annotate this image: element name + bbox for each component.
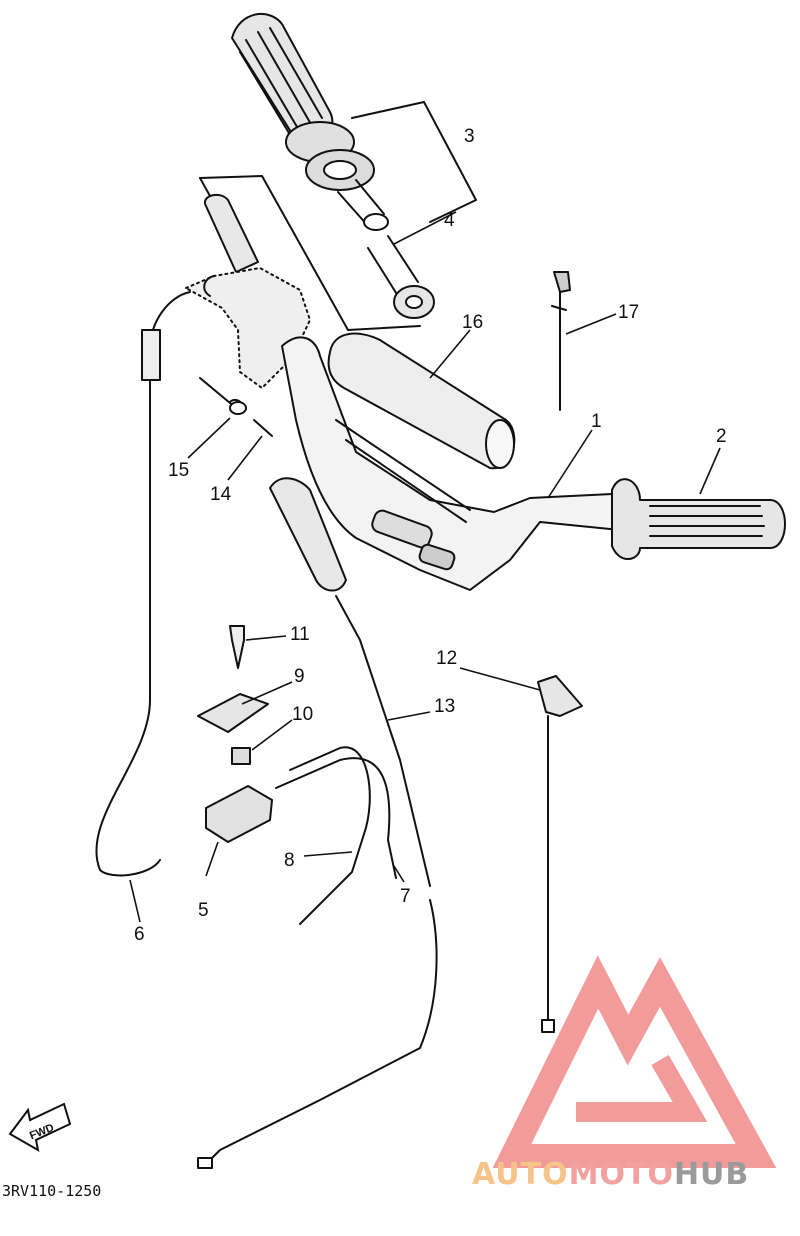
callout-3: 3 [464, 126, 475, 147]
engine-stop-switch [205, 785, 273, 843]
throttle-sleeve [203, 193, 259, 273]
callout-bracket-upper [199, 175, 421, 331]
callout-9: 9 [294, 666, 305, 687]
callout-10: 10 [292, 704, 313, 725]
clip [231, 747, 251, 765]
callout-12: 12 [436, 648, 457, 669]
switch-plate [197, 693, 269, 733]
automotohub-logo-icon [492, 955, 777, 1168]
fwd-arrow-icon: FWD [8, 1102, 72, 1152]
handlebar-part [281, 336, 621, 591]
starter-lever [537, 675, 583, 717]
callout-bracket-3 [351, 101, 477, 223]
left-grip-part [231, 13, 435, 319]
wire-lead-7 [275, 757, 397, 879]
brand-hub: HUB [674, 1157, 749, 1192]
automotohub-wordmark: AUTOMOTOHUB [472, 1157, 749, 1192]
lever-boot [269, 477, 347, 592]
svg-text:AUTOMOTOHUB: AUTOMOTOHUB [472, 1157, 749, 1192]
callout-2: 2 [716, 426, 727, 447]
callout-15: 15 [168, 460, 189, 481]
callout-17: 17 [618, 302, 639, 323]
cable-band [553, 271, 571, 293]
screw [229, 625, 245, 669]
brand-moto: MOTO [569, 1157, 674, 1192]
callout-13: 13 [434, 696, 455, 717]
callout-8: 8 [284, 850, 295, 871]
brake-cable [335, 595, 431, 887]
throttle-cable [95, 291, 191, 877]
right-grip-part [611, 478, 786, 560]
callout-16: 16 [462, 312, 483, 333]
callout-11: 11 [290, 624, 310, 645]
throttle-housing [185, 267, 311, 389]
callout-4: 4 [444, 210, 455, 231]
callout-5: 5 [198, 900, 209, 921]
diagram-code: 3RV110-1250 [2, 1182, 101, 1200]
callout-1: 1 [591, 411, 602, 432]
callout-7: 7 [400, 886, 411, 907]
wire-lead-8 [289, 746, 371, 925]
brand-auto: AUTO [472, 1157, 569, 1192]
callout-6: 6 [134, 924, 145, 945]
callout-14: 14 [210, 484, 232, 505]
